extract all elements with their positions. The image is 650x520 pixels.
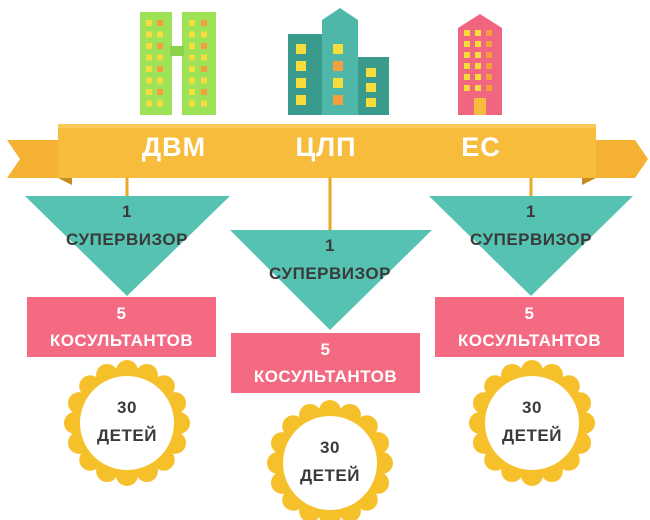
children-count: 30 bbox=[320, 438, 340, 457]
children-count: 30 bbox=[522, 398, 542, 417]
column-name-dvm: ДВМ bbox=[141, 132, 207, 162]
consultants-count: 5 bbox=[320, 340, 331, 359]
children-badge bbox=[267, 400, 393, 520]
consultants-box bbox=[231, 333, 420, 393]
consultants-count: 5 bbox=[524, 304, 535, 323]
column-name-clp: ЦЛП bbox=[295, 132, 357, 162]
consultants-count: 5 bbox=[116, 304, 127, 323]
supervisor-count: 1 bbox=[122, 202, 132, 221]
supervisor-triangle bbox=[230, 230, 432, 330]
supervisor-label: СУПЕРВИЗОР bbox=[65, 230, 188, 249]
column-name-es: ЕС bbox=[461, 132, 501, 162]
children-badge bbox=[64, 360, 190, 486]
supervisor-label: СУПЕРВИЗОР bbox=[469, 230, 592, 249]
children-label: ДЕТЕЙ bbox=[502, 426, 562, 445]
children-count: 30 bbox=[117, 398, 137, 417]
building-green-icon bbox=[140, 12, 216, 115]
supervisor-triangle bbox=[25, 196, 230, 296]
consultants-label: КОСУЛЬТАНТОВ bbox=[253, 367, 398, 386]
consultants-box bbox=[27, 297, 216, 357]
children-badge bbox=[469, 360, 595, 486]
ribbon-banner bbox=[7, 124, 648, 185]
building-pink-icon bbox=[458, 14, 502, 115]
supervisor-label: СУПЕРВИЗОР bbox=[268, 264, 391, 283]
supervisor-count: 1 bbox=[526, 202, 536, 221]
consultants-label: КОСУЛЬТАНТОВ bbox=[457, 331, 602, 350]
children-label: ДЕТЕЙ bbox=[97, 426, 157, 445]
supervisor-count: 1 bbox=[325, 236, 335, 255]
consultants-box bbox=[435, 297, 624, 357]
children-label: ДЕТЕЙ bbox=[300, 466, 360, 485]
building-teal-icon bbox=[288, 8, 389, 115]
consultants-label: КОСУЛЬТАНТОВ bbox=[49, 331, 194, 350]
supervisor-triangle bbox=[429, 196, 633, 296]
